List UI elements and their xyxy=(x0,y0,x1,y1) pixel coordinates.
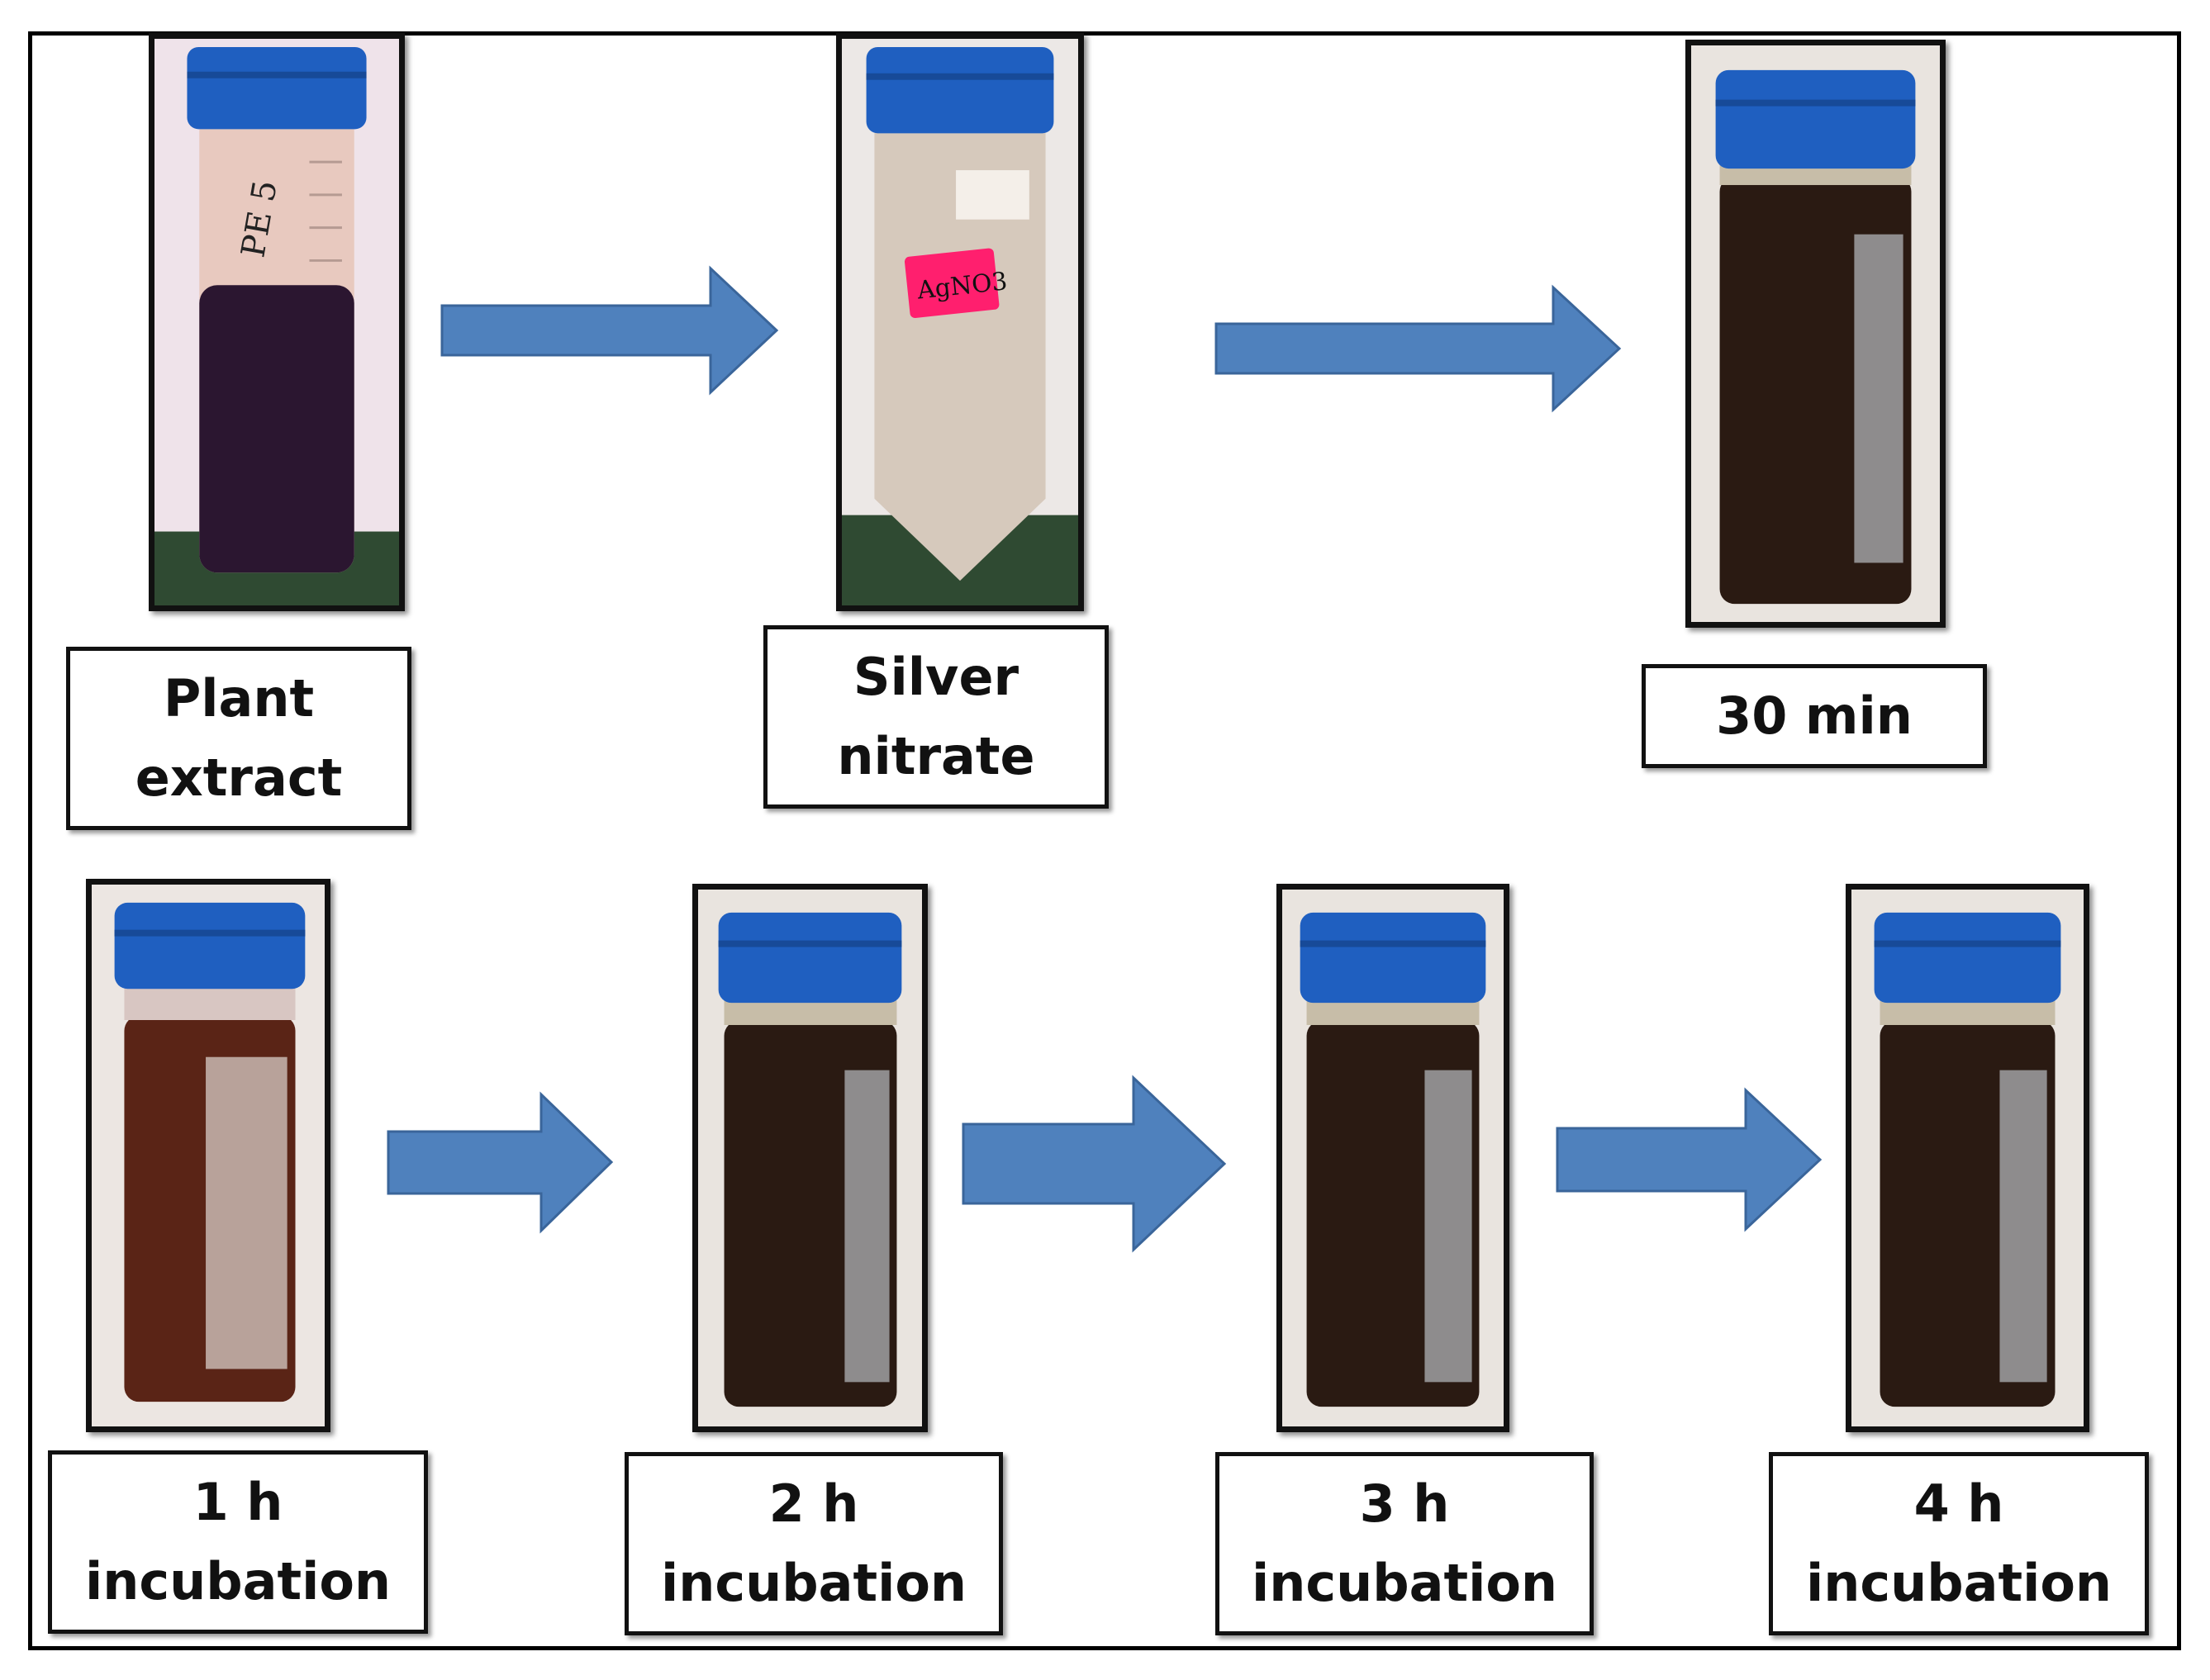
liquid xyxy=(874,121,1046,581)
liquid xyxy=(199,285,354,573)
label-line1: 2 h xyxy=(768,1474,859,1534)
tube-2h xyxy=(698,890,922,1426)
label-2h: 2 h incubation xyxy=(625,1452,1003,1635)
label-plant-extract: Plant extract xyxy=(66,647,411,830)
label-line2: extract xyxy=(135,747,343,808)
label-line2: nitrate xyxy=(837,726,1035,786)
tube-silver-nitrate: AgNO3 xyxy=(842,39,1078,605)
arrow-extract-to-silver xyxy=(440,265,779,396)
arrow-3h-to-4h xyxy=(1556,1087,1823,1232)
sticker xyxy=(904,248,1000,318)
label-4h: 4 h incubation xyxy=(1769,1452,2149,1635)
tube-plant-extract: PE 5 xyxy=(154,39,399,605)
label-line1: 4 h xyxy=(1913,1474,2004,1534)
label-line2: incubation xyxy=(84,1551,392,1611)
photo-2h xyxy=(692,884,928,1432)
arrow-1h-to-2h xyxy=(387,1091,614,1234)
arrow-2h-to-3h xyxy=(962,1075,1227,1253)
label-1h: 1 h incubation xyxy=(48,1450,428,1634)
label-3h: 3 h incubation xyxy=(1215,1452,1594,1635)
cap xyxy=(718,912,902,1004)
photo-silver-nitrate: AgNO3 xyxy=(836,33,1084,611)
label-line2: incubation xyxy=(660,1553,967,1613)
label-line1: Silver xyxy=(853,647,1019,707)
cap xyxy=(866,46,1054,134)
label-line1: 1 h xyxy=(192,1472,283,1532)
label-30-min: 30 min xyxy=(1642,664,1987,768)
photo-3h xyxy=(1276,884,1509,1432)
label-silver-nitrate: Silver nitrate xyxy=(763,625,1109,809)
photo-4h xyxy=(1846,884,2089,1432)
arrow-silver-to-30min xyxy=(1214,284,1622,413)
label-line1: 3 h xyxy=(1359,1474,1450,1534)
label-line1: Plant xyxy=(163,668,315,728)
label-line2: incubation xyxy=(1251,1553,1558,1613)
tube-4h xyxy=(1851,890,2084,1426)
label-line2: incubation xyxy=(1805,1553,2113,1613)
label-line1: 30 min xyxy=(1716,686,1913,746)
cap xyxy=(114,902,306,989)
photo-plant-extract: PE 5 xyxy=(149,33,405,611)
cap xyxy=(1874,912,2061,1004)
cap xyxy=(187,46,367,130)
photo-1h xyxy=(86,879,330,1432)
tube-1h xyxy=(92,885,325,1426)
photo-30-min xyxy=(1685,40,1946,628)
cap xyxy=(1300,912,1486,1004)
cap xyxy=(1715,69,1916,169)
tube-3h xyxy=(1282,890,1504,1426)
tube-30-min xyxy=(1691,45,1940,622)
figure-frame xyxy=(28,31,2181,1650)
